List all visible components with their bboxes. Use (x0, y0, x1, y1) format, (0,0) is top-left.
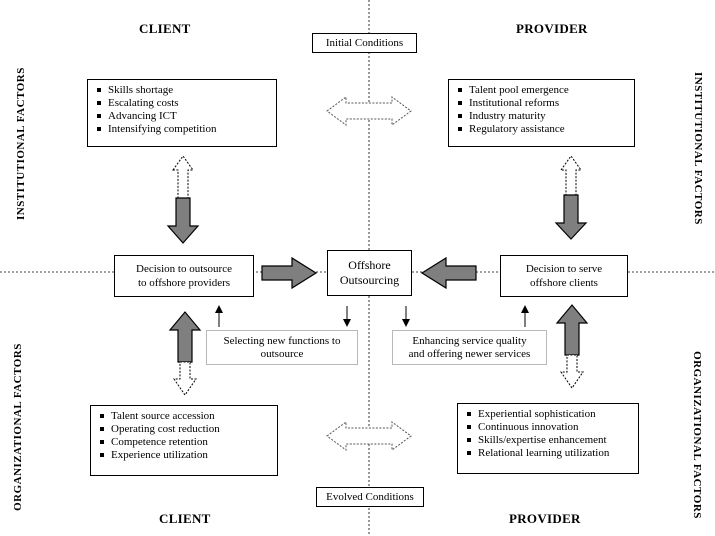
provider-organizational-factors-box: Experiential sophistication Continuous i… (457, 403, 639, 474)
client-decision-line-1: Decision to outsource (136, 263, 232, 275)
list-item: Skills/expertise enhancement (466, 434, 638, 447)
provider-feedback-line-2: and offering newer services (408, 348, 531, 360)
offshore-outsourcing-line-1: Offshore (348, 258, 391, 272)
provider-feedback-box: Enhancing service quality and offering n… (392, 330, 547, 365)
list-item: Competence retention (99, 436, 277, 449)
provider-to-offshore-arrow (420, 256, 477, 290)
provider-bottom-header: PROVIDER (509, 511, 581, 526)
provider-institutional-dashed-arrowhead (560, 155, 582, 196)
provider-top-header: PROVIDER (516, 21, 588, 36)
institutional-factors-right-label: INSTITUTIONAL FACTORS (692, 72, 704, 225)
provider-feedback-line-1: Enhancing service quality (412, 335, 527, 347)
list-item: Continuous innovation (466, 421, 638, 434)
organizational-factors-left-label: ORGANIZATIONAL FACTORS (12, 343, 24, 511)
client-feedback-line-1: Selecting new functions to (223, 335, 341, 347)
list-item: Relational learning utilization (466, 447, 638, 460)
list-item: Advancing ICT (96, 110, 276, 123)
institutional-factors-left-label: INSTITUTIONAL FACTORS (15, 67, 27, 220)
client-organizational-solid-arrow (168, 311, 202, 363)
client-top-header: CLIENT (139, 21, 191, 36)
offshore-outsourcing-box: Offshore Outsourcing (327, 250, 412, 296)
client-institutional-factors-box: Skills shortage Escalating costs Advanci… (87, 79, 277, 147)
client-decision-box: Decision to outsource to offshore provid… (114, 255, 254, 297)
list-item: Regulatory assistance (457, 123, 634, 136)
client-feedback-line-2: outsource (260, 348, 304, 360)
list-item: Operating cost reduction (99, 423, 277, 436)
list-item: Institutional reforms (457, 97, 634, 110)
list-item: Industry maturity (457, 110, 634, 123)
provider-decision-line-2: offshore clients (530, 277, 598, 289)
list-item: Talent pool emergence (457, 84, 634, 97)
client-organizational-factors-box: Talent source accession Operating cost r… (90, 405, 278, 476)
evolved-conditions-box: Evolved Conditions (316, 487, 424, 507)
provider-decision-box: Decision to serve offshore clients (500, 255, 628, 297)
client-to-offshore-arrow (261, 256, 318, 290)
client-institutional-dashed-arrowhead (172, 155, 194, 199)
organizational-factors-right-label: ORGANIZATIONAL FACTORS (691, 351, 703, 519)
client-bottom-header: CLIENT (159, 511, 211, 526)
client-institutional-solid-arrow (166, 197, 200, 244)
evolved-conditions-label: Evolved Conditions (326, 491, 414, 503)
client-decision-line-2: to offshore providers (137, 277, 231, 289)
list-item: Experiential sophistication (466, 408, 638, 421)
provider-institutional-solid-arrow (554, 194, 588, 240)
provider-organizational-dashed-arrowhead (560, 354, 584, 389)
initial-double-arrow (326, 96, 412, 126)
initial-conditions-label: Initial Conditions (325, 37, 404, 49)
offshore-outsourcing-line-2: Outsourcing (339, 273, 400, 287)
provider-institutional-factors-box: Talent pool emergence Institutional refo… (448, 79, 635, 147)
list-item: Escalating costs (96, 97, 276, 110)
list-item: Intensifying competition (96, 123, 276, 136)
list-item: Talent source accession (99, 410, 277, 423)
list-item: Experience utilization (99, 449, 277, 462)
provider-organizational-solid-arrow (555, 304, 589, 356)
provider-decision-line-1: Decision to serve (525, 263, 603, 275)
client-feedback-box: Selecting new functions to outsource (206, 330, 358, 365)
client-organizational-dashed-arrowhead (173, 361, 197, 396)
initial-conditions-box: Initial Conditions (312, 33, 417, 53)
evolved-double-arrow (326, 421, 412, 451)
list-item: Skills shortage (96, 84, 276, 97)
